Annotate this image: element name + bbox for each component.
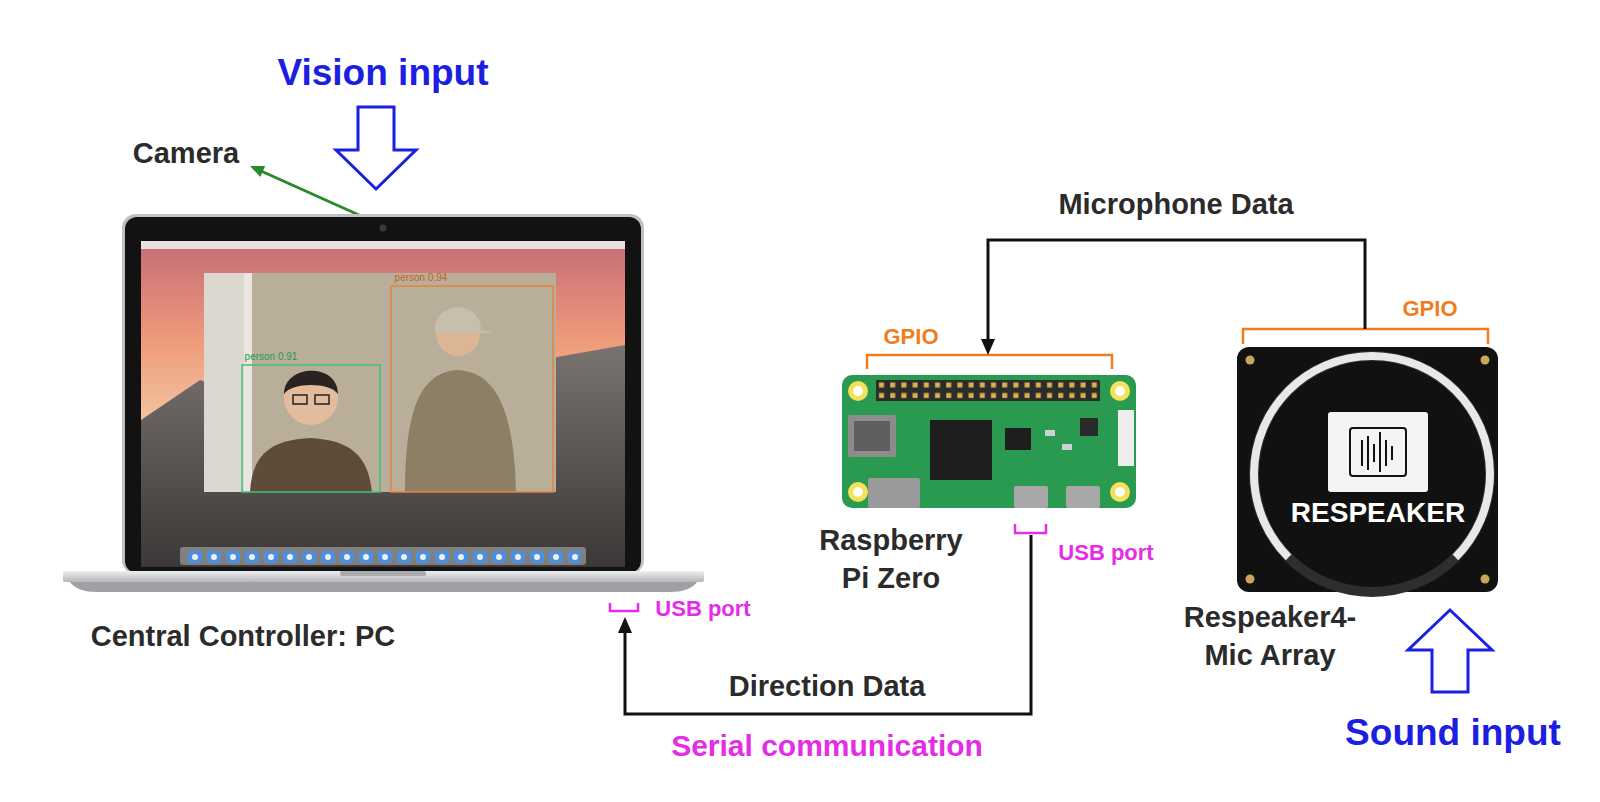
logo-bars (1362, 432, 1392, 472)
node-text: RESPEAKER (1291, 496, 1465, 530)
soc-chip (930, 420, 992, 480)
gpio-pins (876, 380, 1100, 401)
component (1005, 428, 1031, 450)
arrowhead (981, 339, 995, 355)
arrowhead (618, 617, 632, 633)
video-frame (204, 273, 556, 492)
laptop-base-lip (70, 582, 697, 592)
pad (1246, 575, 1255, 584)
edge-label: Direction Data (729, 669, 926, 704)
glasses (293, 395, 307, 404)
protocol-label: Serial communication (671, 728, 983, 764)
laptop-base (63, 571, 704, 582)
menu-bar (141, 241, 625, 249)
raspberry-pi-node: Raspberry Pi Zero (842, 355, 1136, 535)
person-hair (284, 371, 338, 394)
gpio-bracket (867, 355, 1112, 369)
mount-hole (1110, 381, 1130, 401)
vision-arrow (336, 107, 416, 189)
led-ring (1254, 356, 1490, 557)
component (1045, 430, 1055, 436)
person-body (405, 370, 516, 492)
led-ring-base (1254, 356, 1490, 592)
dock (180, 547, 586, 565)
mount-hole (848, 381, 868, 401)
screen-sky (141, 241, 625, 567)
sound-arrow (1408, 610, 1492, 692)
detection-box (242, 365, 380, 492)
camera-lens (380, 225, 387, 232)
pc-node: Central Controller: PC (63, 216, 704, 617)
input-label: Vision input (277, 51, 488, 95)
edge-label: Microphone Data (1058, 187, 1293, 222)
mount-hole-center (853, 487, 863, 497)
mic-array-node: RESPEAKERRespeaker4- Mic Array (1237, 329, 1498, 592)
curtain (204, 273, 244, 492)
node-text: Raspberry Pi Zero (811, 522, 971, 597)
gpio-bracket (1243, 329, 1488, 344)
input-label: Sound input (1345, 711, 1561, 755)
port-label: USB port (1058, 540, 1153, 566)
connector (988, 240, 1365, 345)
mount-hole (1110, 482, 1130, 502)
pad (1481, 356, 1490, 365)
micro-usb (1014, 486, 1048, 508)
sd-slot-inner (854, 421, 890, 451)
laptop-notch (340, 571, 426, 576)
pad (1246, 356, 1255, 365)
pin-label: GPIO (1402, 296, 1457, 322)
glasses (315, 395, 329, 404)
sd-slot (848, 415, 896, 457)
laptop-bezel (125, 217, 641, 573)
camera-leader-head (250, 166, 265, 177)
component (1062, 444, 1072, 450)
part-label: Camera (133, 136, 239, 171)
pi-board (842, 375, 1136, 508)
usb-bracket (610, 603, 638, 611)
logo-outline (1350, 428, 1406, 476)
node-text: Central Controller: PC (91, 619, 396, 654)
mount-hole-center (1115, 386, 1125, 396)
mini-hdmi (868, 478, 920, 508)
camera-connector (1118, 410, 1134, 466)
gpio-header (876, 380, 1100, 401)
logo-plate (1328, 412, 1428, 492)
mount-hole-center (853, 386, 863, 396)
usb-bracket (1015, 524, 1046, 533)
dock-icons (186, 550, 581, 564)
curtain-edge (244, 273, 252, 492)
connector (625, 535, 1031, 714)
laptop-lid (122, 214, 644, 574)
detection-label: person 0.91 (245, 351, 298, 363)
detection-box (391, 286, 553, 492)
person-cap (435, 308, 494, 334)
mount-hole (848, 482, 868, 502)
detection-label: person 0.94 (395, 272, 448, 284)
micro-usb (1066, 486, 1100, 508)
pin-label: GPIO (883, 324, 938, 350)
person-head (284, 371, 338, 425)
person-body (250, 438, 372, 492)
pad (1481, 575, 1490, 584)
component (1080, 418, 1098, 436)
mount-hole-center (1115, 487, 1125, 497)
node-text: Respeaker4- Mic Array (1173, 599, 1368, 674)
port-label: USB port (655, 596, 750, 622)
mic-array-board (1237, 347, 1498, 592)
